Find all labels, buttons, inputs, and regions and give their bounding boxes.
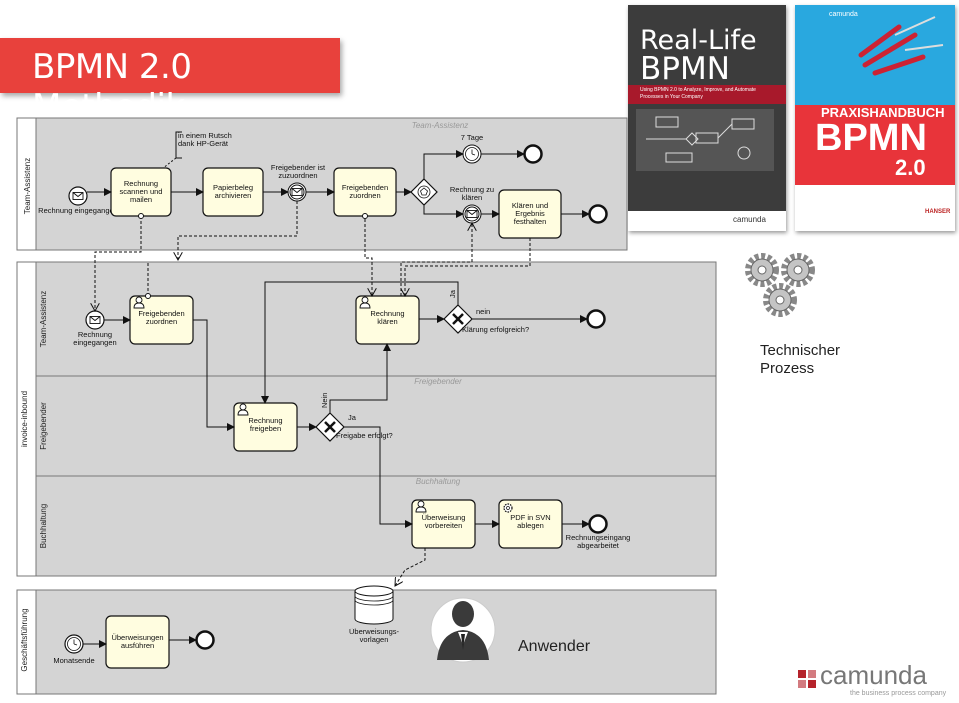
book2-line1: PRAXISHANDBUCH [821, 105, 945, 120]
top-message-catch-label: Rechnung zu klären [449, 186, 495, 202]
main-end-event-label: Rechnungseingang abgearbeitet [565, 534, 631, 550]
user-avatar-icon [430, 597, 496, 663]
lane-watermark-approver: Freigebender [414, 377, 462, 386]
gateway-freigabe[interactable] [315, 412, 345, 442]
user-task-rechnung-klaeren-label: Rechnung klären [370, 309, 405, 326]
task-klaeren-festhalten[interactable]: Klären und Ergebnis festhalten [498, 189, 562, 239]
technical-process-text: Technischer Prozess [760, 342, 841, 377]
lane-label-team: Team-Assistenz [39, 291, 48, 347]
gears-icon [745, 253, 815, 317]
top-timer-label: 7 Tage [461, 133, 483, 142]
gateway-klaerung[interactable] [443, 304, 473, 334]
user-task-freigebenden-zuordnen[interactable]: Freigebenden zuordnen [129, 295, 194, 345]
book2-knife-art [858, 16, 944, 76]
top-pool-label: Team-Assistenz [23, 158, 32, 214]
lane-label-approver: Freigebender [39, 402, 48, 450]
camunda-logo-mark [798, 670, 816, 688]
book-cover-praxishandbuch: camunda PRAXISHANDBUCH BPMN 2.0 HANSER [795, 5, 955, 231]
task-ueberweisung-vorbereiten[interactable]: Überweisung vorbereiten [411, 499, 476, 549]
gear-icon [503, 503, 513, 513]
user-task-rechnung-freigeben-label: Rechnung freigeben [248, 416, 283, 433]
technical-process-label: Technischer Prozess [760, 342, 870, 378]
top-intermediate-event[interactable] [287, 182, 307, 202]
service-task-pdf-ablegen-label: PDF in SVN ablegen [510, 513, 551, 530]
user-task-rechnung-klaeren[interactable]: Rechnung klären [355, 295, 420, 345]
flow-label-ja-clarify: Ja [448, 289, 457, 298]
main-sequence-flows [104, 281, 590, 528]
flow-label-nein-clarify: nein [476, 307, 490, 316]
top-pool-watermark: Team-Assistenz [412, 121, 469, 130]
book2-line3: 2.0 [895, 155, 926, 180]
flow-label-ja-approve: Ja [348, 413, 357, 422]
book1-title-line2: BPMN [640, 51, 730, 87]
task-papierbeleg-archivieren[interactable]: Papierbeleg archivieren [202, 167, 264, 217]
task-ueberweisungen-ausfuehren[interactable]: Überweisungen ausführen [105, 615, 170, 669]
camunda-logo-word: camunda [820, 660, 927, 690]
task-ueberweisung-vorbereiten-label: Überweisung vorbereiten [421, 513, 466, 530]
task-ueberweisungen-ausfuehren-label: Überweisungen ausführen [111, 633, 164, 650]
book2-top-area: camunda [795, 5, 955, 105]
task-klaeren-festhalten-label: Klären und Ergebnis festhalten [511, 201, 549, 226]
lane-label-accounting: Buchhaltung [39, 504, 48, 548]
top-end-event-timer[interactable] [523, 144, 543, 164]
top-message-catch-event[interactable] [462, 204, 482, 224]
book1-diagram-art [636, 109, 774, 171]
top-intermediate-event-label: Freigebender ist zuzuordnen [270, 164, 326, 180]
datastore-label: Überweisungs-vorlagen [348, 628, 400, 644]
book1-title-line1: Real-Life [640, 25, 757, 56]
bottom-timer-start-event[interactable] [64, 634, 84, 654]
book2-brand: camunda [829, 11, 858, 18]
book1-subtitle: Using BPMN 2.0 to Analyze, Improve, and … [628, 85, 786, 104]
book1-diagram-sketch [646, 116, 755, 163]
main-start-event[interactable] [85, 310, 105, 330]
book2-publisher: HANSER [925, 209, 951, 215]
top-end-event-clarify[interactable] [588, 204, 608, 224]
flow-label-nein-approve: Nein [320, 393, 329, 408]
task-papierbeleg-archivieren-label: Papierbeleg archivieren [212, 183, 254, 200]
slide-title-banner: BPMN 2.0 Methodik [0, 38, 340, 127]
task-rechnung-scannen[interactable]: Rechnung scannen und mailen [110, 167, 172, 217]
main-start-event-label: Rechnung eingegangen [73, 331, 117, 347]
bottom-end-event[interactable] [195, 630, 215, 650]
user-label: Anwender [518, 638, 591, 655]
camunda-logo-tagline: the business process company [850, 690, 947, 697]
gateway-klaerung-label: Klärung erfolgreich? [462, 326, 530, 334]
task-freigebenden-zuordnen-top[interactable]: Freigebenden zuordnen [333, 167, 397, 217]
main-pool-label: invoice-inbound [20, 391, 29, 447]
book-cover-real-life-bpmn: Real-Life BPMN Using BPMN 2.0 to Analyze… [628, 5, 786, 231]
top-start-event-label: Rechnung eingegangen [38, 206, 118, 215]
main-end-event[interactable] [588, 514, 608, 534]
top-timer-event[interactable] [462, 144, 482, 164]
service-task-pdf-ablegen[interactable]: PDF in SVN ablegen [498, 499, 563, 549]
gateway-freigabe-label: Freigabe erfolgt? [336, 432, 393, 440]
task-freigebenden-zuordnen-top-label: Freigebenden zuordnen [341, 183, 389, 200]
task-rechnung-scannen-label: Rechnung scannen und mailen [119, 179, 163, 204]
top-annotation: in einem Rutsch dank HP-Gerät [157, 131, 232, 173]
book2-line2: BPMN [815, 117, 927, 159]
book1-publisher-strip: camunda [628, 211, 786, 231]
lane-watermark-accounting: Buchhaltung [416, 477, 461, 486]
book2-bottom-strip: HANSER [795, 185, 955, 231]
bottom-timer-label: Monatsende [53, 656, 94, 665]
top-sequence-flows [87, 150, 590, 218]
datastore-ueberweisungsvorlagen[interactable] [354, 585, 394, 625]
bottom-pool-label: Geschäftsführung [20, 608, 29, 671]
user-task-rechnung-freigeben[interactable]: Rechnung freigeben [233, 402, 298, 452]
bottom-sequence-flows [83, 636, 197, 648]
main-end-event-clarify[interactable] [586, 309, 606, 329]
top-start-event[interactable] [68, 186, 88, 206]
book1-publisher: camunda [733, 215, 766, 224]
user-task-freigebenden-zuordnen-label: Freigebenden zuordnen [138, 309, 185, 326]
top-annotation-text: in einem Rutsch dank HP-Gerät [178, 132, 232, 148]
